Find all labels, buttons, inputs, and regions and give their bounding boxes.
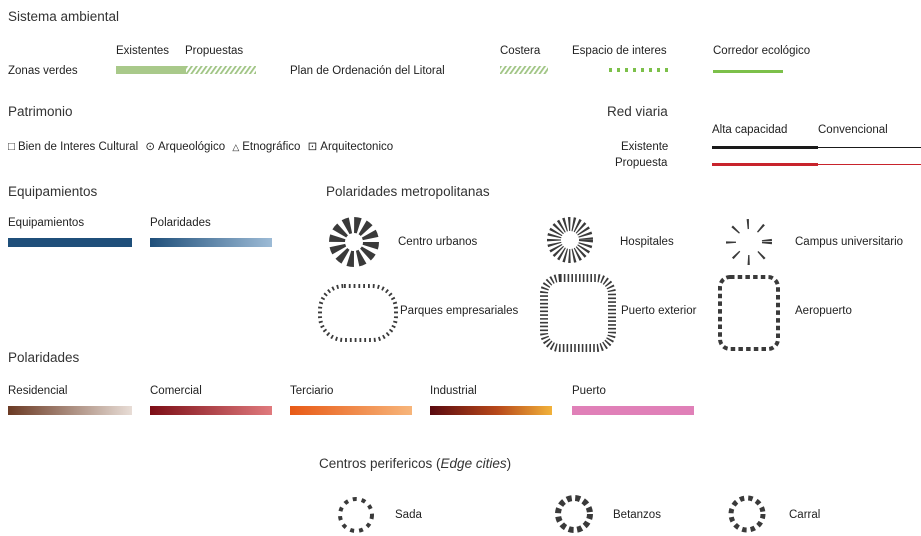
patrimonio-item: Etnográfico <box>242 141 301 153</box>
square-dot-icon: ⊡ <box>307 141 318 153</box>
label-espacio-interes: Espacio de interes <box>572 45 667 57</box>
label-industrial: Industrial <box>430 385 477 397</box>
label-terciario: Terciario <box>290 385 334 397</box>
label-convencional: Convencional <box>818 124 888 136</box>
patrimonio-item: Arquitectonico <box>320 141 394 153</box>
costera-swatch <box>500 66 548 74</box>
patrimonio-item: Arqueológico <box>157 141 226 153</box>
comercial-swatch <box>150 406 272 415</box>
corredor-ecologico-swatch <box>713 70 783 73</box>
road-convencional-propuesta <box>818 164 921 165</box>
label-puerto-exterior: Puerto exterior <box>621 305 697 317</box>
patrimonio-item: Bien de Interes Cultural <box>17 141 139 153</box>
section-title-equipamientos: Equipamientos <box>8 184 98 199</box>
road-alta-existente <box>712 146 818 149</box>
label-alta-capacidad: Alta capacidad <box>712 124 788 136</box>
label-betanzos: Betanzos <box>613 509 661 521</box>
section-title-polaridades: Polaridades <box>8 350 80 365</box>
label-existentes: Existentes <box>116 45 170 57</box>
label-residencial: Residencial <box>8 385 68 397</box>
label-polaridades-equip: Polaridades <box>150 217 211 229</box>
section-title-centros-perifericos: Centros perifericos (Edge cities) <box>319 456 511 472</box>
espacio-interes-swatch <box>609 68 668 72</box>
label-campus-universitario: Campus universitario <box>795 236 904 248</box>
section-title-patrimonio: Patrimonio <box>8 104 73 119</box>
label-hospitales: Hospitales <box>620 236 674 248</box>
carral-icon <box>728 495 766 533</box>
road-convencional-existente <box>818 147 921 148</box>
campus-icon <box>726 219 772 265</box>
centros-title-em: Edge cities <box>440 456 507 471</box>
label-existente: Existente <box>621 141 669 153</box>
equipamientos-swatch <box>8 238 132 247</box>
road-alta-propuesta <box>712 163 818 166</box>
label-centro-urbanos: Centro urbanos <box>398 236 478 248</box>
label-parques-empresariales: Parques empresariales <box>400 305 519 317</box>
section-title-sistema-ambiental: Sistema ambiental <box>8 9 120 24</box>
circle-dot-icon: ⊙ <box>145 141 155 153</box>
label-zonas-verdes: Zonas verdes <box>8 65 78 77</box>
patrimonio-legend: □Bien de Interes Cultural ⊙Arqueológico … <box>8 140 393 154</box>
label-aeropuerto: Aeropuerto <box>795 305 852 317</box>
label-costera: Costera <box>500 45 541 57</box>
aeropuerto-icon <box>718 275 780 351</box>
label-puerto: Puerto <box>572 385 606 397</box>
zonas-verdes-existentes-swatch <box>116 66 186 74</box>
label-corredor-ecologico: Corredor ecológico <box>713 45 811 57</box>
puerto-swatch <box>572 406 694 415</box>
terciario-swatch <box>290 406 412 415</box>
residencial-swatch <box>8 406 132 415</box>
hospital-icon <box>547 217 593 263</box>
centros-title-end: ) <box>506 456 512 471</box>
centro-urbano-icon <box>329 217 379 267</box>
label-carral: Carral <box>789 509 821 521</box>
label-comercial: Comercial <box>150 385 202 397</box>
centros-title-main: Centros perifericos ( <box>319 456 441 471</box>
square-icon: □ <box>8 141 15 153</box>
label-propuestas: Propuestas <box>185 45 244 57</box>
triangle-icon: △ <box>232 142 240 152</box>
section-title-red-viaria: Red viaria <box>607 104 668 119</box>
label-sada: Sada <box>395 509 422 521</box>
section-title-polaridades-metropolitanas: Polaridades metropolitanas <box>326 184 490 199</box>
label-equipamientos: Equipamientos <box>8 217 85 229</box>
industrial-swatch <box>430 406 552 415</box>
zonas-verdes-propuestas-swatch <box>186 66 256 74</box>
polaridades-equip-swatch <box>150 238 272 247</box>
sada-icon <box>338 497 374 533</box>
label-plan-litoral: Plan de Ordenación del Litoral <box>290 65 445 77</box>
betanzos-icon <box>555 495 593 533</box>
label-propuesta: Propuesta <box>615 157 668 169</box>
parque-empresarial-icon <box>318 284 398 342</box>
puerto-exterior-icon <box>540 274 616 352</box>
